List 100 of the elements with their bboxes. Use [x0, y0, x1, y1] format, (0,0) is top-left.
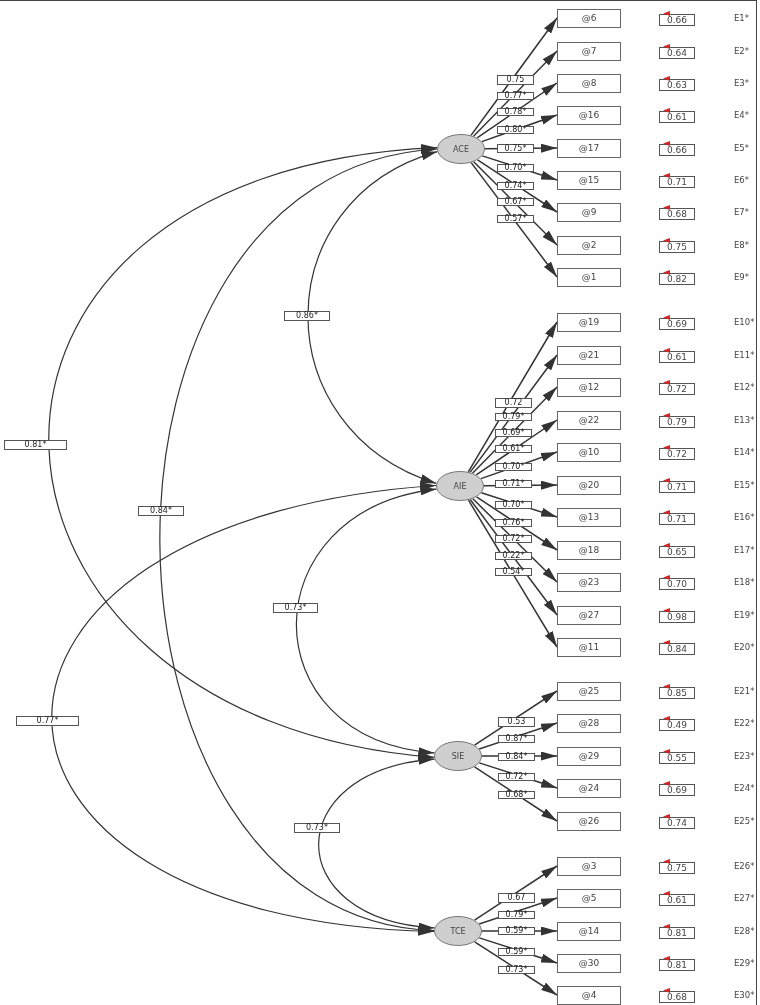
error-value: 0.85 — [666, 688, 687, 698]
latent-ellipse — [436, 471, 484, 501]
factor-name: SIE — [451, 751, 465, 761]
loading-arrow — [476, 159, 558, 213]
error-value: 0.55 — [666, 753, 687, 763]
item-name: @11 — [578, 642, 600, 652]
error-value-box — [659, 687, 695, 699]
edge-label: 0.77* — [497, 92, 534, 100]
item-name: @18 — [578, 545, 600, 555]
loading-arrow — [476, 82, 558, 139]
edge-label: 0.86* — [284, 311, 330, 321]
item-name: @30 — [578, 958, 600, 968]
error-value-box — [659, 111, 695, 123]
error-value-box — [659, 817, 695, 829]
edge-label: 0.76* — [495, 519, 532, 527]
edge-label: 0.59* — [498, 948, 535, 956]
indicator-box — [557, 8, 621, 28]
error-term-label: E8* — [734, 240, 750, 250]
edge-label: 0.79* — [495, 413, 532, 421]
error-term-label: E13* — [734, 415, 755, 425]
loading-arrow — [467, 499, 558, 648]
covariance-arrow — [159, 146, 438, 934]
edge-label: 0.72* — [495, 535, 532, 543]
error-value: 0.65 — [666, 547, 687, 557]
item-name: @2 — [581, 240, 597, 250]
edge-label: 0.75 — [497, 75, 534, 85]
edge-label: 0.73* — [498, 966, 535, 974]
latent-ellipse — [434, 741, 482, 771]
error-value: 0.69 — [666, 785, 687, 795]
error-term-label: E19* — [734, 610, 755, 620]
error-value-box — [659, 927, 695, 939]
error-value: 0.64 — [666, 48, 687, 58]
edge-label: 0.75* — [497, 144, 534, 153]
error-term-label: E20* — [734, 642, 755, 652]
item-name: @3 — [581, 861, 597, 871]
error-value: 0.66 — [666, 15, 687, 25]
edge-label: 0.61* — [495, 445, 532, 453]
error-value: 0.61 — [666, 112, 687, 122]
indicator-box — [557, 953, 621, 973]
error-value-box — [659, 351, 695, 363]
item-name: @8 — [581, 78, 597, 88]
edge-label: 0.54* — [495, 568, 532, 576]
error-term-label: E29* — [734, 958, 755, 968]
edge-label: 0.72* — [498, 773, 535, 781]
error-term-label: E16* — [734, 512, 755, 522]
error-term-label: E11* — [734, 350, 755, 360]
error-value-box — [659, 784, 695, 796]
indicator-box — [557, 746, 621, 766]
edge-label: 0.57* — [497, 215, 534, 223]
edge-label: 0.70* — [497, 164, 534, 172]
item-name: @25 — [578, 686, 600, 696]
item-name: @24 — [578, 783, 600, 793]
edge-label: 0.70* — [495, 501, 532, 509]
error-value-box — [659, 894, 695, 906]
edge-label: 0.79* — [498, 911, 535, 919]
loading-arrow — [470, 17, 558, 137]
error-value-box — [659, 546, 695, 558]
error-value: 0.71 — [666, 514, 687, 524]
error-value-box — [659, 47, 695, 59]
item-name: @29 — [578, 751, 600, 761]
loading-arrow — [470, 161, 558, 278]
covariance-arrow — [51, 482, 437, 936]
error-value-box — [659, 862, 695, 874]
indicator-box — [557, 345, 621, 365]
error-value: 0.84 — [666, 644, 687, 654]
error-term-label: E28* — [734, 926, 755, 936]
factor-name: ACE — [453, 144, 469, 154]
indicator-box — [557, 540, 621, 560]
error-value-box — [659, 383, 695, 395]
indicator-box — [557, 605, 621, 625]
error-term-label: E7* — [734, 207, 750, 217]
error-term-label: E6* — [734, 175, 750, 185]
edge-label: 0.70* — [495, 463, 532, 471]
indicator-box — [557, 312, 621, 332]
error-value-box — [659, 643, 695, 655]
indicator-box — [557, 713, 621, 733]
error-term-label: E18* — [734, 577, 755, 587]
indicator-box — [557, 637, 621, 657]
indicator-box — [557, 507, 621, 527]
error-term-label: E5* — [734, 143, 750, 153]
error-value: 0.69 — [666, 319, 687, 329]
edge-label: 0.74* — [497, 182, 534, 190]
error-value: 0.72 — [666, 449, 687, 459]
error-term-label: E30* — [734, 990, 755, 1000]
error-value: 0.68 — [666, 992, 687, 1002]
error-term-label: E24* — [734, 783, 755, 793]
error-value-box — [659, 719, 695, 731]
error-value-box — [659, 481, 695, 493]
error-value: 0.79 — [666, 417, 687, 427]
indicator-box — [557, 377, 621, 397]
error-value-box — [659, 416, 695, 428]
item-name: @10 — [578, 447, 600, 457]
factor-name: AIE — [453, 481, 467, 491]
error-value-box — [659, 144, 695, 156]
indicator-box — [557, 475, 621, 495]
error-value: 0.81 — [666, 928, 687, 938]
edge-label: 0.53 — [498, 717, 535, 727]
loading-arrow — [472, 160, 558, 246]
indicator-box — [557, 267, 621, 287]
loading-arrow — [475, 496, 558, 551]
